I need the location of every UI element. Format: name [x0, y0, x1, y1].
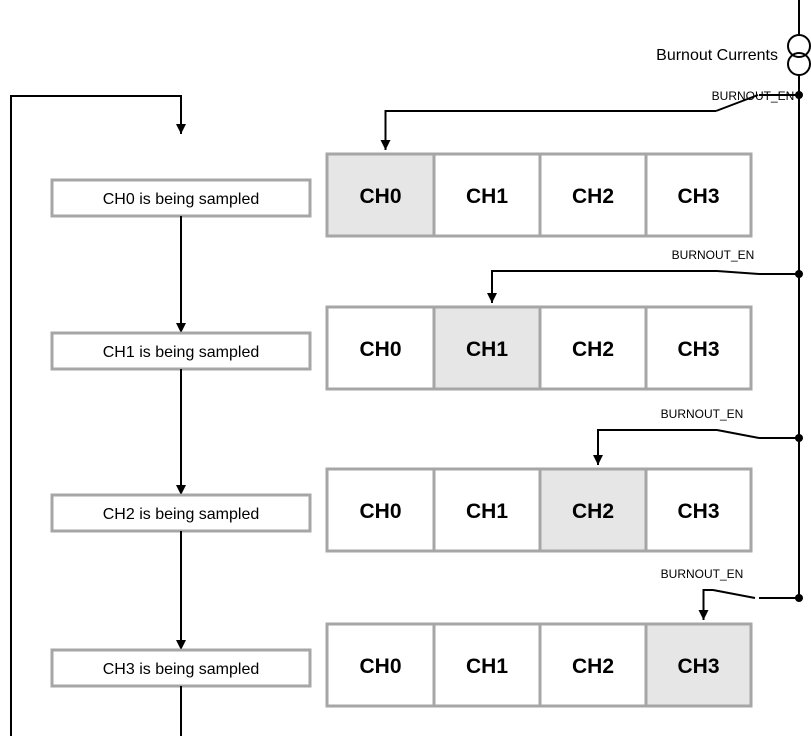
channel-cell — [432, 622, 542, 708]
channel-label: CH2 — [572, 500, 614, 523]
switch-blade — [716, 429, 760, 439]
burnout-current-path — [593, 429, 717, 465]
channel-label: CH3 — [677, 185, 719, 208]
burnout-en-label: BURNOUT_EN — [712, 89, 795, 103]
channel-label: CH0 — [359, 500, 401, 523]
channel-label: CH0 — [359, 338, 401, 361]
channel-label: CH1 — [466, 655, 508, 678]
channel-label: CH3 — [677, 500, 719, 523]
current-source-symbol — [787, 0, 811, 598]
channel-label: CH1 — [466, 338, 508, 361]
switch-blade — [715, 94, 759, 112]
feedback-loop-line — [10, 95, 186, 736]
burnout-en-label: BURNOUT_EN — [661, 407, 744, 421]
burnout-currents-title: Burnout Currents — [656, 47, 778, 64]
channel-cell — [538, 467, 648, 553]
status-label: CH2 is being sampled — [103, 506, 260, 523]
channel-label: CH2 — [572, 185, 614, 208]
status-box — [50, 493, 312, 533]
status-box — [50, 648, 312, 688]
channel-cell — [644, 305, 753, 391]
channel-label: CH2 — [572, 338, 614, 361]
channel-label: CH1 — [466, 185, 508, 208]
channel-label: CH0 — [359, 655, 401, 678]
channel-cell — [432, 305, 542, 391]
channel-label: CH3 — [677, 655, 719, 678]
status-box — [50, 331, 312, 371]
channel-cell — [644, 152, 753, 238]
channel-cell — [325, 467, 436, 553]
switch-blade — [716, 270, 760, 275]
burnout-en-label: BURNOUT_EN — [672, 248, 755, 262]
channel-cell — [538, 622, 648, 708]
channel-label: CH0 — [359, 185, 401, 208]
status-label: CH1 is being sampled — [103, 344, 260, 361]
channel-label: CH3 — [677, 338, 719, 361]
channel-label: CH2 — [572, 655, 614, 678]
channel-cell — [325, 622, 436, 708]
channel-cell — [644, 467, 753, 553]
burnout-current-path — [698, 589, 713, 620]
sampling-row: CH3 is being sampled CH0 CH1 CH2 CH3 BURNOUT_… — [50, 567, 803, 736]
burnout-en-label: BURNOUT_EN — [661, 567, 744, 581]
channel-label: CH1 — [466, 500, 508, 523]
channel-cell — [432, 152, 542, 238]
channel-cell — [325, 152, 436, 238]
burnout-current-path — [380, 110, 716, 150]
switch-blade — [712, 589, 756, 599]
status-label: CH3 is being sampled — [103, 661, 260, 678]
channel-cell — [644, 622, 753, 708]
burnout-current-path — [487, 270, 717, 303]
channel-cell — [432, 467, 542, 553]
status-label: CH0 is being sampled — [103, 191, 260, 208]
